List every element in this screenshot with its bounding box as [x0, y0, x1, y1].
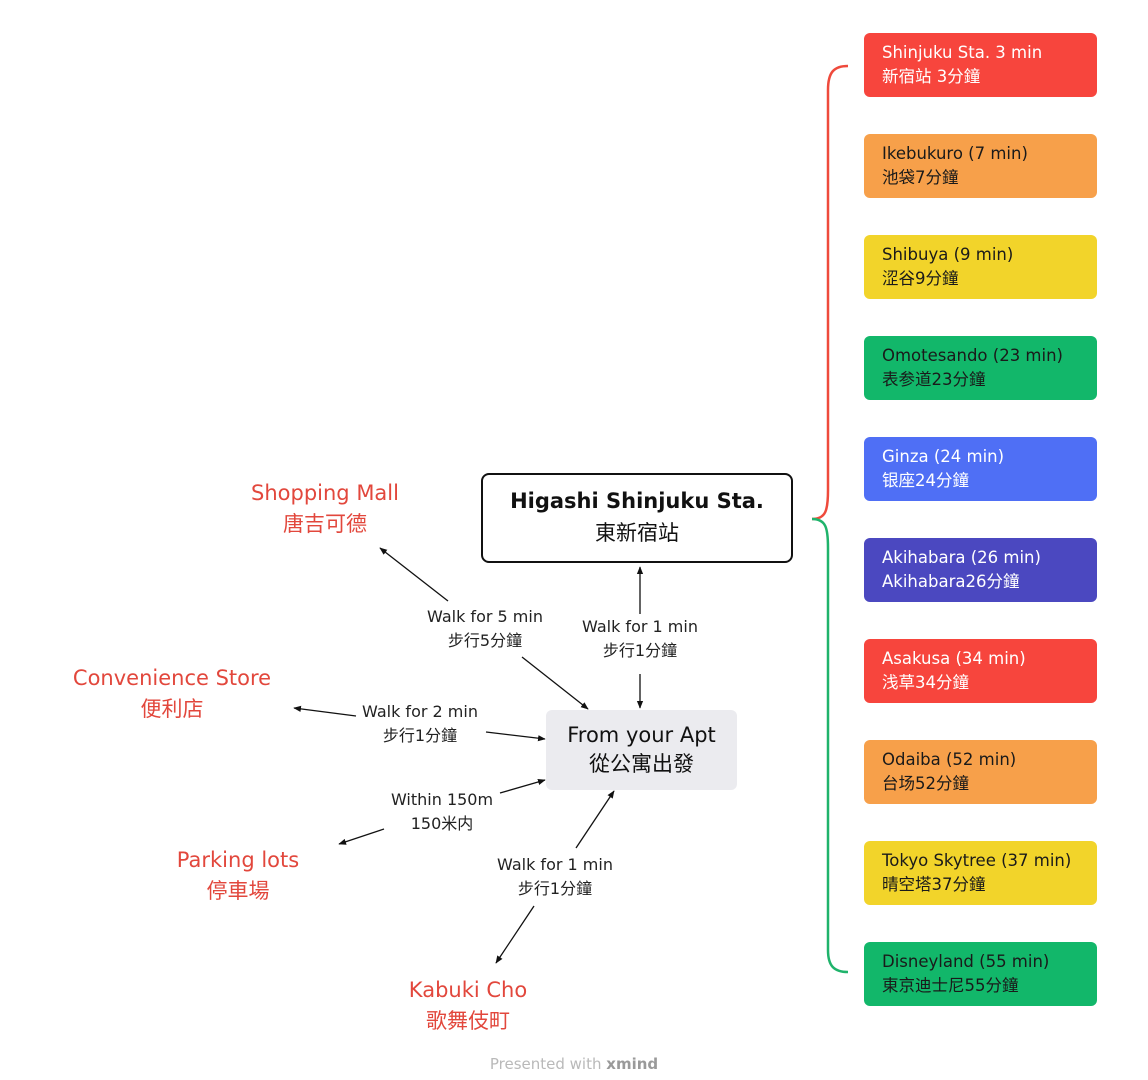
footer-brand: xmind	[606, 1055, 659, 1073]
destination-label-zh: 唐吉可德	[283, 512, 367, 536]
station-name-en: Ginza (24 min)	[882, 447, 1005, 466]
station-card[interactable]: Asakusa (34 min) 浅草34分鐘	[864, 639, 1097, 703]
bracket-green	[811, 517, 849, 974]
station-name-zh: 涩谷9分鐘	[882, 269, 959, 288]
hub-node[interactable]: Higashi Shinjuku Sta. 東新宿站	[481, 473, 793, 563]
edge-label-to-store: Walk for 2 min 步行1分鐘	[362, 702, 478, 745]
destination-kabuki-cho[interactable]: Kabuki Cho 歌舞伎町	[383, 975, 553, 1037]
station-card[interactable]: Shibuya (9 min) 涩谷9分鐘	[864, 235, 1097, 299]
destination-label-en: Parking lots	[176, 848, 300, 872]
station-name-en: Omotesando (23 min)	[882, 346, 1063, 365]
destination-label-en: Kabuki Cho	[408, 978, 528, 1002]
station-card[interactable]: Ikebukuro (7 min) 池袋7分鐘	[864, 134, 1097, 198]
station-name-zh: 浅草34分鐘	[882, 673, 969, 692]
station-name-en: Shibuya (9 min)	[882, 245, 1014, 264]
station-name-en: Tokyo Skytree (37 min)	[882, 851, 1072, 870]
station-card[interactable]: Shinjuku Sta. 3 min 新宿站 3分鐘	[864, 33, 1097, 97]
edge-label-to-parking: Within 150m 150米内	[390, 790, 494, 833]
origin-node[interactable]: From your Apt 從公寓出發	[546, 710, 737, 790]
edge-label-to-kabuki: Walk for 1 min 步行1分鐘	[497, 855, 613, 898]
footer-prefix: Presented with	[489, 1055, 602, 1073]
origin-name-en: From your Apt	[567, 723, 716, 747]
destination-label-zh: 便利店	[140, 697, 204, 721]
footer-credit: Presented with xmind	[0, 1055, 1148, 1073]
hub-name-zh: 東新宿站	[595, 521, 679, 545]
edge-label-to-mall: Walk for 5 min 步行5分鐘	[427, 607, 543, 650]
destination-label-en: Shopping Mall	[251, 481, 399, 505]
station-name-zh: 晴空塔37分鐘	[882, 875, 986, 894]
station-name-en: Akihabara (26 min)	[882, 548, 1041, 567]
station-card[interactable]: Tokyo Skytree (37 min) 晴空塔37分鐘	[864, 841, 1097, 905]
station-name-zh: 池袋7分鐘	[882, 168, 959, 187]
destination-label-zh: 停車場	[206, 879, 270, 903]
station-name-en: Disneyland (55 min)	[882, 952, 1050, 971]
destination-label-zh: 歌舞伎町	[426, 1009, 510, 1033]
station-card[interactable]: Odaiba (52 min) 台场52分鐘	[864, 740, 1097, 804]
destination-shopping-mall[interactable]: Shopping Mall 唐吉可德	[225, 478, 425, 540]
station-name-en: Shinjuku Sta. 3 min	[882, 43, 1043, 62]
station-name-zh: 银座24分鐘	[882, 471, 969, 490]
station-card[interactable]: Disneyland (55 min) 東京迪士尼55分鐘	[864, 942, 1097, 1006]
station-name-zh: Akihabara26分鐘	[882, 572, 1020, 591]
station-name-zh: 新宿站 3分鐘	[882, 67, 981, 86]
hub-name-en: Higashi Shinjuku Sta.	[510, 489, 764, 513]
origin-name-zh: 從公寓出發	[589, 752, 694, 776]
destination-convenience-store[interactable]: Convenience Store 便利店	[50, 663, 294, 725]
station-name-zh: 台场52分鐘	[882, 774, 969, 793]
station-name-en: Asakusa (34 min)	[882, 649, 1026, 668]
station-name-en: Odaiba (52 min)	[882, 750, 1017, 769]
destination-parking-lots[interactable]: Parking lots 停車場	[148, 845, 328, 907]
station-name-zh: 東京迪士尼55分鐘	[882, 976, 1019, 995]
station-card[interactable]: Omotesando (23 min) 表参道23分鐘	[864, 336, 1097, 400]
station-name-en: Ikebukuro (7 min)	[882, 144, 1028, 163]
station-card[interactable]: Akihabara (26 min) Akihabara26分鐘	[864, 538, 1097, 602]
bracket-red	[811, 64, 849, 521]
edge-label-to-station: Walk for 1 min 步行1分鐘	[582, 617, 698, 660]
station-card[interactable]: Ginza (24 min) 银座24分鐘	[864, 437, 1097, 501]
destination-label-en: Convenience Store	[72, 666, 272, 690]
station-name-zh: 表参道23分鐘	[882, 370, 986, 389]
